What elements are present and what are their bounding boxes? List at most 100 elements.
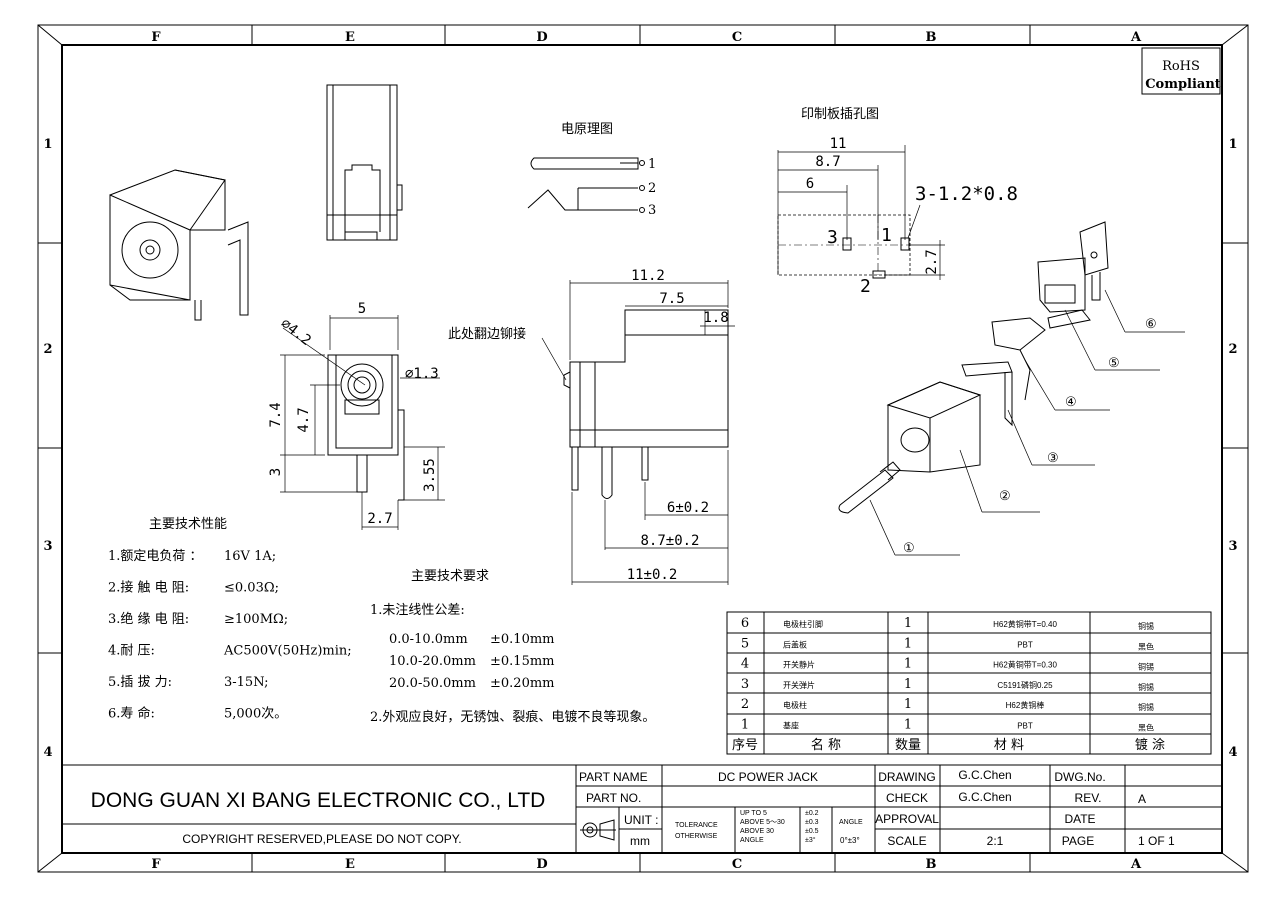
spec-value: ≥100MΩ; bbox=[224, 612, 288, 627]
tol-grid-value: ±3° bbox=[805, 836, 816, 844]
req-title: 主要技术要求 bbox=[411, 569, 489, 584]
rev-value: A bbox=[1138, 792, 1146, 806]
zone-col-label: C bbox=[732, 30, 742, 45]
zone-row-label: 1 bbox=[1228, 137, 1237, 152]
top-view bbox=[326, 84, 403, 241]
bom-no: 4 bbox=[741, 657, 749, 672]
bom-qty: 1 bbox=[904, 616, 912, 631]
part-name-value: DC POWER JACK bbox=[718, 770, 818, 784]
bom-material: PBT bbox=[1017, 640, 1033, 649]
iso-view bbox=[109, 169, 249, 321]
rivet-note: 此处翻边铆接 bbox=[448, 326, 526, 342]
part-callout: ② bbox=[999, 489, 1011, 504]
tol-value: ±0.15mm bbox=[490, 654, 555, 669]
front-view bbox=[280, 315, 445, 530]
exploded-leaders bbox=[869, 289, 1185, 556]
bom-plating: 铜锡 bbox=[1138, 702, 1154, 712]
bom-no: 5 bbox=[741, 636, 749, 651]
zone-col-label: F bbox=[151, 857, 161, 872]
tol-value: ±0.10mm bbox=[490, 632, 555, 647]
zone-row-label: 4 bbox=[43, 745, 52, 760]
spec-value: 3-15N; bbox=[224, 675, 269, 690]
tol-range: 0.0-10.0mm bbox=[389, 632, 468, 647]
rohs-box bbox=[1141, 47, 1221, 95]
tol-grid-range: ABOVE 30 bbox=[740, 828, 774, 835]
part-callout: ⑤ bbox=[1108, 356, 1120, 371]
tol-value: ±0.20mm bbox=[490, 676, 555, 691]
dim-label: 5 bbox=[358, 301, 366, 317]
zone-col-label: B bbox=[926, 30, 937, 45]
zone-row-label: 3 bbox=[1228, 539, 1237, 554]
bom-material: H62黄铜带T=0.30 bbox=[993, 660, 1057, 670]
zone-col-label: E bbox=[345, 30, 355, 45]
req-sub1: 1.未注线性公差: bbox=[370, 603, 465, 618]
bom-header-cell: 镀 涂 bbox=[1135, 737, 1165, 753]
dim-label: ⌀4.2 bbox=[278, 316, 314, 349]
page-label: PAGE bbox=[1062, 834, 1094, 848]
tol-range: 20.0-50.0mm bbox=[389, 676, 476, 691]
pin-label: 1 bbox=[648, 157, 656, 172]
bom-header-cell: 序号 bbox=[732, 738, 758, 753]
check-value: G.C.Chen bbox=[958, 790, 1011, 804]
part-callout: ③ bbox=[1047, 451, 1059, 466]
spec-label: 6.寿 命: bbox=[108, 706, 155, 722]
dim-label: ⌀1.3 bbox=[405, 366, 439, 382]
bom-plating: 铜锡 bbox=[1138, 662, 1154, 672]
schematic-pins: 1 2 3 bbox=[648, 157, 656, 218]
spec-value: 5,000次。 bbox=[224, 706, 287, 722]
part-callout: ④ bbox=[1065, 395, 1077, 410]
bom-material: C5191磷铜0.25 bbox=[997, 680, 1053, 690]
zone-col-label: A bbox=[1130, 857, 1142, 872]
schematic bbox=[527, 157, 645, 213]
zone-col-label: F bbox=[151, 30, 161, 45]
otherwise-label: OTHERWISE bbox=[675, 833, 718, 840]
dim-label: 6±0.2 bbox=[667, 500, 709, 516]
tol-grid-range: ABOVE 5～30 bbox=[740, 819, 785, 826]
dim-label: 2.7 bbox=[924, 249, 940, 274]
unit-label: UNIT : bbox=[624, 813, 658, 827]
company-name: DONG GUAN XI BANG ELECTRONIC CO., LTD bbox=[91, 789, 546, 812]
rohs-sub: Compliant bbox=[1145, 77, 1221, 92]
zone-col-label: A bbox=[1130, 30, 1142, 45]
pin-label: 2 bbox=[860, 276, 871, 297]
projection-symbol-icon bbox=[580, 819, 616, 841]
dim-label: 8.7±0.2 bbox=[640, 533, 699, 549]
schematic-title: 电原理图 bbox=[561, 122, 613, 137]
bom-material: H62黄铜棒 bbox=[1006, 700, 1045, 710]
part-callout: ⑥ bbox=[1145, 317, 1157, 332]
zone-row-label: 4 bbox=[1228, 745, 1237, 760]
exploded-labels: ① ② ③ ④ ⑤ ⑥ bbox=[903, 317, 1157, 556]
outer-frame bbox=[37, 24, 1249, 873]
check-label: CHECK bbox=[886, 791, 928, 805]
tol-grid-value: ±0.5 bbox=[805, 828, 819, 835]
bom-no: 3 bbox=[741, 677, 749, 692]
tolerance-label: TOLERANCE bbox=[675, 822, 718, 829]
approval-label: APPROVAL bbox=[875, 812, 939, 826]
spec-value: AC500V(50Hz)min; bbox=[223, 644, 352, 659]
bom-header: 序号 名 称 数量 材 料 镀 涂 bbox=[732, 737, 1165, 753]
bom-no: 1 bbox=[741, 718, 749, 733]
bom-plating: 黑色 bbox=[1138, 723, 1154, 733]
bom-plating: 黑色 bbox=[1138, 641, 1154, 651]
zone-col-label: C bbox=[732, 857, 742, 872]
bom-plating: 铜锡 bbox=[1138, 682, 1154, 692]
copyright: COPYRIGHT RESERVED,PLEASE DO NOT COPY. bbox=[182, 832, 461, 846]
dim-label: 11 bbox=[830, 136, 847, 152]
dim-label: 7.5 bbox=[659, 291, 684, 307]
hole-spec: 3-1.2*0.8 bbox=[915, 183, 1018, 205]
part-no-label: PART NO. bbox=[586, 791, 641, 805]
angle-label: ANGLE bbox=[839, 819, 863, 826]
dim-label: 4.7 bbox=[296, 407, 312, 432]
pin-label: 2 bbox=[648, 181, 656, 196]
spec-label: 3.绝 缘 电 阻: bbox=[108, 611, 189, 627]
spec-label: 5.插 拔 力: bbox=[108, 675, 172, 690]
tolerance-list: 0.0-10.0mm±0.10mm10.0-20.0mm±0.15mm20.0-… bbox=[389, 632, 555, 691]
bom-name: 电极柱引脚 bbox=[783, 619, 823, 629]
zone-col-label: B bbox=[926, 857, 937, 872]
drawing-value: G.C.Chen bbox=[958, 768, 1011, 782]
title-block-text: PART NAME DC POWER JACK PART NO. UNIT : … bbox=[579, 768, 1175, 848]
scale-value: 2:1 bbox=[987, 834, 1004, 848]
tol-grid-range: ANGLE bbox=[740, 837, 764, 844]
dim-label: 3 bbox=[268, 468, 284, 476]
